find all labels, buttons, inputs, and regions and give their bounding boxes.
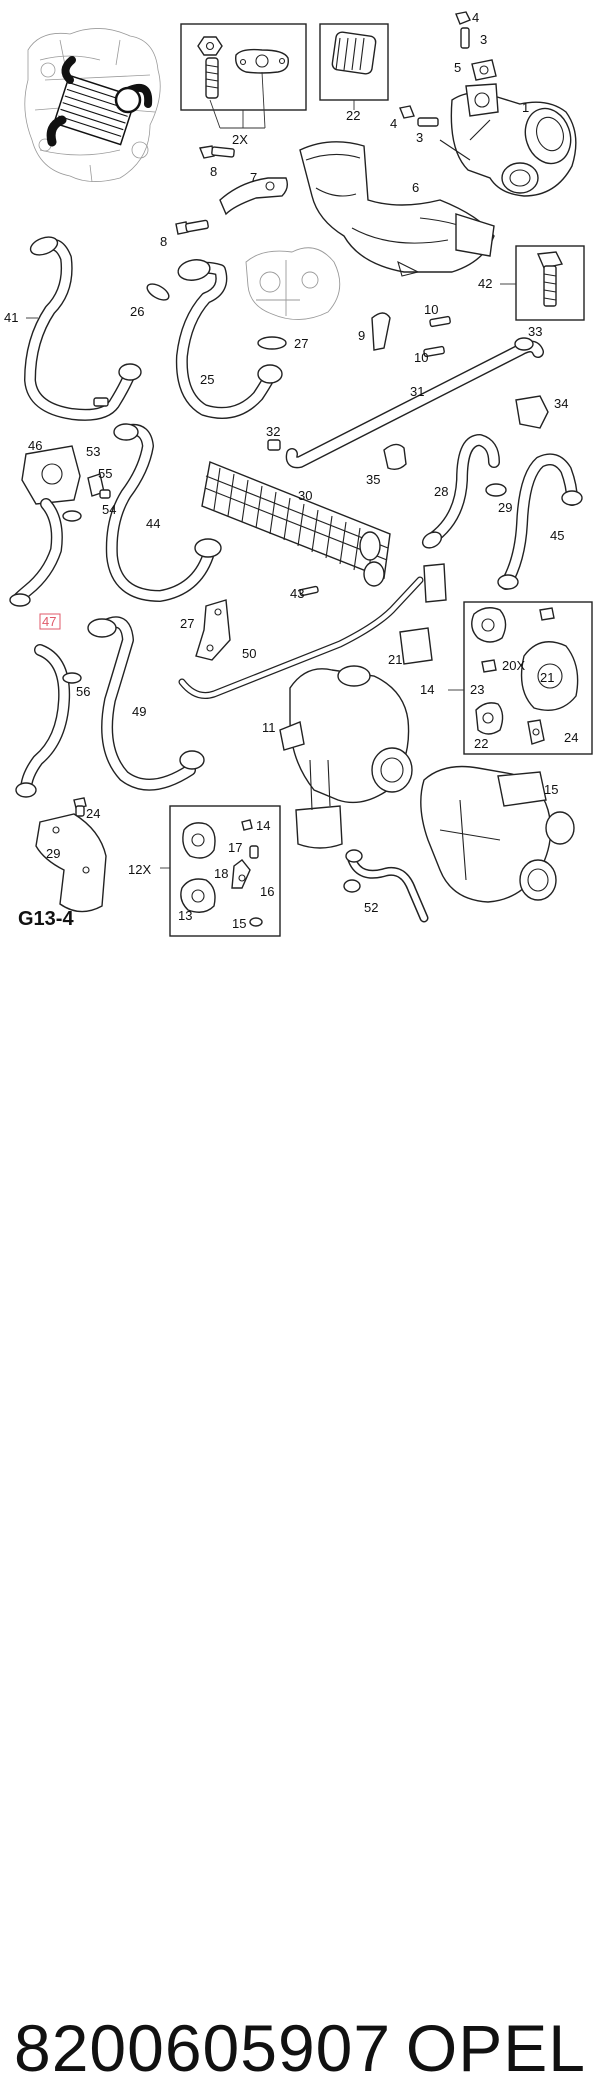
stud-box [319,23,389,110]
callout-10-b: 10 [414,350,428,365]
callout-36: 30 [298,488,312,503]
hose-48 [24,236,142,421]
callout-51: 52 [364,900,378,915]
exhaust-elbow-6 [299,141,495,277]
callout-13: 13 [178,908,192,923]
callout-19: 15 [544,782,558,797]
bolts-7-8 [175,145,289,235]
hose-44 [497,453,583,590]
callout-1: 1 [522,100,529,115]
callout-14: 14 [256,818,270,833]
callout-labels: 4 3 5 1 4 3 2X 22 8 7 6 8 42 26 41 10 9 … [4,10,578,931]
callout-30: 24 [86,806,100,821]
callout-48: 41 [4,310,18,325]
callout-38: 32 [266,424,280,439]
callout-27: 27 [180,616,194,631]
callout-47: 49 [132,704,146,719]
hose-45 [9,445,111,607]
callout-5: 5 [454,60,461,75]
part-number: 8200605907 [14,2011,392,2085]
callout-16: 16 [260,884,274,899]
callout-34: 28 [434,484,448,499]
callout-10-a: 10 [424,302,438,317]
hose-47 [87,616,205,791]
callout-46: 47 [42,614,56,629]
gasket-kit-20x [463,601,593,755]
hose-46 [15,644,82,798]
callout-45: 46 [28,438,42,453]
callout-29: 29 [46,846,60,861]
small-parts-38-41 [267,312,549,471]
callout-22: 22 [474,736,488,751]
callout-43: 44 [146,516,160,531]
callout-40: 34 [554,396,568,411]
hose-43 [105,423,222,602]
heat-shield-29 [35,797,107,913]
callout-44: 45 [550,528,564,543]
callout-46-highlight [39,613,61,630]
callout-32: 26 [130,304,144,319]
callout-24: 24 [564,730,578,745]
callout-26: 21 [388,652,402,667]
callout-8-b: 8 [160,234,167,249]
callout-31: 25 [200,372,214,387]
footer: 8200605907 OPEL [0,1000,600,2085]
callout-23: 23 [470,682,484,697]
callout-20x: 14 [420,682,434,697]
callout-28: 22 [346,108,360,123]
callout-17: 17 [228,840,242,855]
callout-53: 54 [102,502,116,517]
callout-52: 53 [86,444,100,459]
callout-6: 6 [412,180,419,195]
hose-31 [146,259,287,419]
brand-name: OPEL [405,2011,586,2085]
callout-8-a: 8 [210,164,217,179]
engine-thumbnail [24,28,161,183]
callout-9: 9 [358,328,365,343]
exploded-parts-diagram: 4 3 5 1 4 3 2X 22 8 7 6 8 42 26 41 10 9 … [4,10,593,937]
callout-18: 18 [214,866,228,881]
callout-37: 31 [410,384,424,399]
callout-41: 35 [366,472,380,487]
turbocharger-11 [279,665,413,849]
callout-54: 55 [98,466,112,481]
callout-3-top: 3 [480,32,487,47]
pipe-51 [343,849,429,923]
callout-11: 11 [262,720,276,735]
hose-34 [421,434,507,549]
egr-valve-outline [245,247,341,320]
callout-55: 56 [76,684,90,699]
callout-2x: 2X [232,132,248,147]
callout-15: 15 [232,916,246,931]
gasket-kit-12x [169,805,281,937]
callout-12x: 12X [128,862,151,877]
callout-33: 27 [294,336,308,351]
gasket-kit-box [180,23,307,128]
bolt-box-50 [515,245,585,321]
callout-50: 42 [478,276,492,291]
diagram-reference-code: G13-4 [18,908,74,930]
callout-7: 7 [250,170,257,185]
callout-39: 33 [528,324,542,339]
callout-49: 50 [242,646,256,661]
leader-lines [26,71,516,869]
bracket-27-pipe-49 [178,563,447,699]
intercooler-36 [201,461,391,587]
callout-42: 43 [290,586,304,601]
callout-35: 29 [498,500,512,515]
turbocharger-19 [420,765,575,903]
callout-21: 21 [540,670,554,685]
callout-4: 4 [390,116,397,131]
callout-3: 3 [416,130,423,145]
callout-4-top: 4 [472,10,479,25]
turbocharger-upper [399,11,577,197]
callout-25: 20X [502,658,525,673]
